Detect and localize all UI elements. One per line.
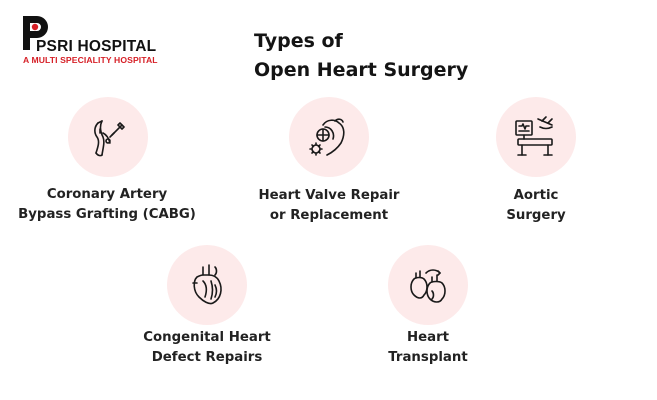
congenital-icon-circle <box>167 245 247 325</box>
congenital-label: Congenital Heart Defect Repairs <box>143 328 270 368</box>
aortic-label-line-2: Surgery <box>506 208 566 223</box>
page-title-line-1: Types of <box>254 30 343 52</box>
transplant-icon-circle <box>388 245 468 325</box>
hospital-name: PSRI HOSPITAL <box>36 38 157 55</box>
hospital-logo: PSRI HOSPITAL A MULTI SPECIALITY HOSPITA… <box>22 16 182 65</box>
page-title-line-2: Open Heart Surgery <box>254 59 469 81</box>
heart-valve-icon-circle <box>289 97 369 177</box>
hospital-tagline: A MULTI SPECIALITY HOSPITAL <box>23 55 158 65</box>
congenital-label-line-1: Congenital Heart <box>143 330 271 345</box>
anatomical-heart-icon <box>192 264 222 305</box>
transplant-label-line-1: Heart <box>406 330 450 345</box>
cabg-label-line-2: Bypass Grafting (CABG) <box>18 207 196 222</box>
congenital-label-line-2: Defect Repairs <box>151 350 263 365</box>
aortic-label: Aortic Surgery <box>506 186 565 226</box>
heart-transplant-icon <box>410 269 446 303</box>
psri-logo-mark-icon <box>23 16 48 50</box>
cabg-label: Coronary Artery Bypass Grafting (CABG) <box>18 185 196 225</box>
heart-valve-label: Heart Valve Repair or Replacement <box>259 186 400 226</box>
cabg-icon-circle <box>68 97 148 177</box>
heart-valve-gear-icon <box>309 118 345 156</box>
aortic-label-line-1: Aortic <box>513 188 559 203</box>
aortic-icon-circle <box>496 97 576 177</box>
heart-valve-label-line-1: Heart Valve Repair <box>258 188 400 203</box>
heart-valve-label-line-2: or Replacement <box>269 208 389 223</box>
page-title: Types of Open Heart Surgery <box>254 27 468 85</box>
cabg-label-line-1: Coronary Artery <box>46 187 168 202</box>
bypass-graft-icon <box>94 120 125 157</box>
transplant-label-line-2: Transplant <box>388 350 468 365</box>
transplant-label: Heart Transplant <box>388 328 467 368</box>
surgery-monitor-table-icon <box>515 116 553 156</box>
